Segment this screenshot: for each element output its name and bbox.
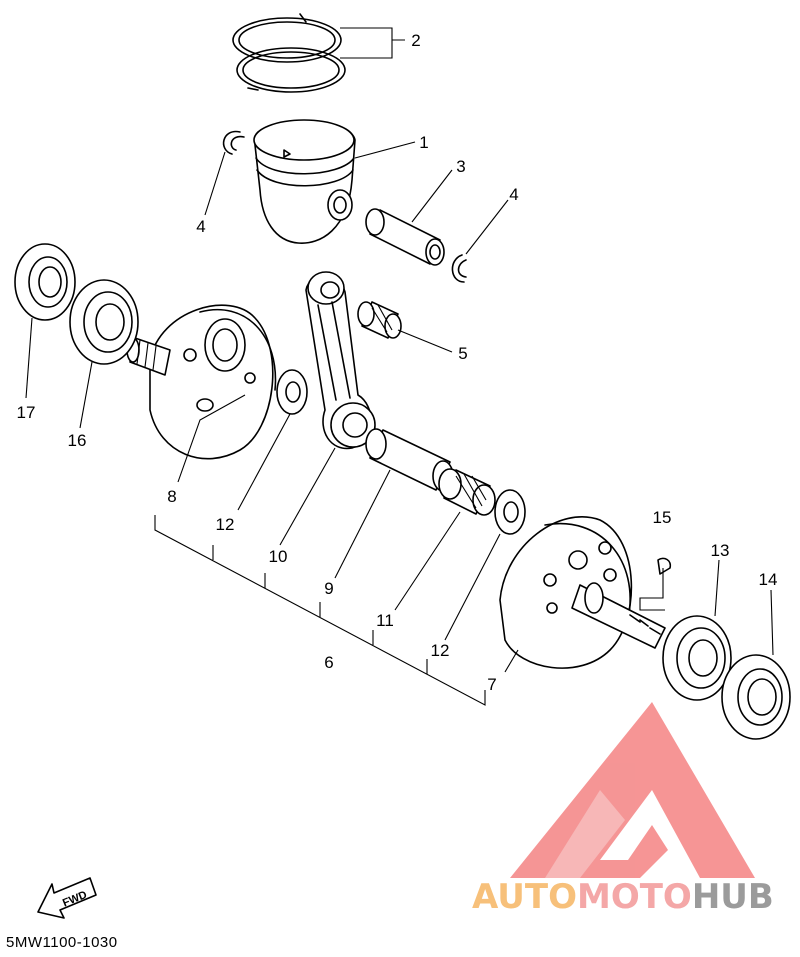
svg-text:AUTOMOTOHUB: AUTOMOTOHUB <box>472 877 774 917</box>
bearing-16 <box>69 279 139 365</box>
callout-labels: 1 2 3 4 4 5 6 7 8 9 10 11 12 12 13 14 15… <box>17 31 778 694</box>
callout-8: 8 <box>167 487 176 506</box>
callout-3: 3 <box>456 157 465 176</box>
callout-7: 7 <box>487 675 496 694</box>
callout-1: 1 <box>419 133 428 152</box>
watermark-logo-icon <box>510 702 755 878</box>
callout-4-right: 4 <box>509 185 518 204</box>
callout-16: 16 <box>68 431 87 450</box>
callout-5: 5 <box>458 344 467 363</box>
small-end-bearing <box>357 301 402 339</box>
bearing-13 <box>662 615 732 701</box>
circlip-left <box>222 130 245 155</box>
piston-rings <box>232 13 346 93</box>
callout-10: 10 <box>269 547 288 566</box>
callout-4-left: 4 <box>196 217 205 236</box>
callout-14: 14 <box>759 570 778 589</box>
callout-6: 6 <box>324 653 333 672</box>
big-end-bearing <box>438 468 496 516</box>
woodruff-key <box>657 557 672 575</box>
callout-11: 11 <box>376 611 394 630</box>
callout-13: 13 <box>711 541 730 560</box>
circlip-right <box>451 254 467 283</box>
callout-15: 15 <box>653 508 672 527</box>
oil-seal-17 <box>14 243 76 321</box>
piston-pin <box>365 208 445 266</box>
diagram-code: 5MW1100-1030 <box>6 934 118 951</box>
connecting-rod <box>305 271 376 450</box>
oil-seal-14 <box>721 654 791 740</box>
watermark-moto: MOTO <box>577 877 692 917</box>
watermark-hub: HUB <box>692 877 774 917</box>
watermark-auto: AUTO <box>472 877 577 917</box>
washer-left <box>276 369 308 415</box>
fwd-arrow-icon: FWD <box>37 877 97 919</box>
callout-12-right: 12 <box>431 641 450 660</box>
callout-9: 9 <box>324 579 333 598</box>
callout-12-left: 12 <box>216 515 235 534</box>
washer-right <box>494 489 526 535</box>
crank-half-right <box>499 516 666 669</box>
piston <box>253 119 356 244</box>
callout-17: 17 <box>17 403 36 422</box>
leader-lines <box>25 27 774 706</box>
crank-half-left <box>126 304 277 460</box>
callout-2: 2 <box>411 31 420 50</box>
watermark-text: AUTOMOTOHUB <box>472 877 774 917</box>
